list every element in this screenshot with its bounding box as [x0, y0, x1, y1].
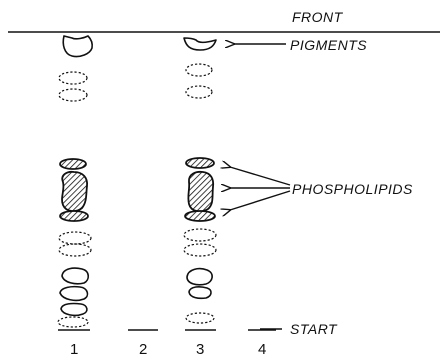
faint-spot	[58, 88, 88, 102]
lane-number-4: 4	[258, 341, 266, 358]
front-label: FRONT	[292, 9, 344, 25]
solid-spot	[186, 267, 213, 286]
faint-spot	[58, 243, 92, 257]
faint-spot	[185, 312, 215, 324]
phospholipids-label: PHOSPHOLIPIDS	[292, 181, 413, 197]
start-label: START	[290, 321, 338, 337]
pigment-spot	[62, 35, 93, 58]
phospholipid-spot-main	[187, 170, 215, 213]
phospholipids-arrow-lower	[230, 190, 291, 210]
phospholipid-spot-lower	[59, 210, 89, 222]
faint-spot	[57, 316, 89, 328]
faint-spot	[185, 63, 213, 77]
faint-spot	[185, 85, 213, 99]
phospholipids-arrow-upper	[230, 167, 291, 186]
faint-spot	[183, 228, 217, 242]
pigments-label: PIGMENTS	[290, 37, 367, 53]
solid-spot	[59, 285, 89, 302]
faint-spot	[183, 243, 217, 257]
lane-number-1: 1	[70, 341, 78, 358]
faint-spot	[58, 71, 88, 85]
pigment-spot	[183, 37, 217, 51]
faint-spot	[58, 231, 92, 245]
phospholipid-spot-upper	[59, 158, 87, 170]
lane-3-spots	[183, 37, 217, 331]
solid-spot	[60, 302, 88, 317]
phospholipid-spot-upper	[185, 157, 215, 169]
phospholipid-spot-main	[61, 170, 88, 212]
phospholipid-spot-lower	[184, 210, 216, 222]
lane-1-spots	[57, 35, 93, 331]
lane-number-2: 2	[139, 341, 147, 358]
solid-spot	[188, 286, 212, 300]
lane-number-3: 3	[196, 341, 204, 358]
solid-spot	[61, 267, 90, 285]
